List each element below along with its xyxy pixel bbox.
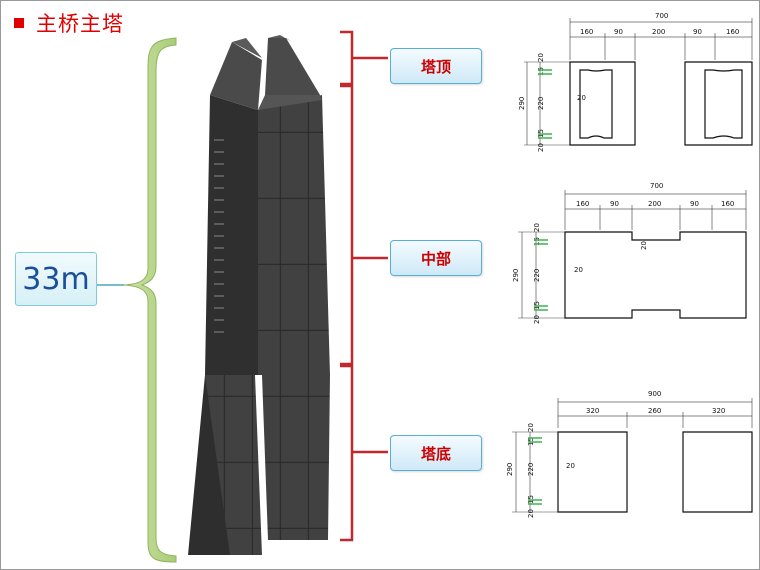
slide-title: 主桥主塔 bbox=[14, 8, 124, 38]
dim-mid-v2: 15 bbox=[533, 237, 541, 246]
dim-top-total: 700 bbox=[655, 12, 668, 20]
tower-model bbox=[188, 35, 330, 555]
dim-bot-total: 900 bbox=[648, 390, 661, 398]
cross-section-middle bbox=[518, 190, 747, 319]
dim-bot-seg-3: 320 bbox=[712, 407, 725, 415]
dim-top-v1: 20 bbox=[537, 53, 545, 62]
tower-height-label: 33m bbox=[15, 252, 97, 306]
dim-mid-v1: 20 bbox=[533, 223, 541, 232]
dim-top-wall: 20 bbox=[577, 94, 586, 102]
slide-title-text: 主桥主塔 bbox=[36, 12, 124, 36]
label-tower-top: 塔顶 bbox=[390, 48, 482, 84]
dim-bot-v5: 20 bbox=[527, 509, 535, 518]
dim-mid-v5: 20 bbox=[533, 315, 541, 324]
dim-mid-height: 290 bbox=[512, 269, 520, 282]
dim-mid-seg-4: 90 bbox=[690, 200, 699, 208]
title-bullet-icon bbox=[14, 18, 24, 28]
section-brackets bbox=[340, 30, 388, 542]
dim-top-v2: 15 bbox=[537, 67, 545, 76]
dim-mid-seg-2: 90 bbox=[610, 200, 619, 208]
dim-top-seg-2: 90 bbox=[614, 28, 623, 36]
dims-middle: 700 160 90 200 90 160 290 20 15 220 15 2… bbox=[512, 182, 734, 324]
label-tower-bottom: 塔底 bbox=[390, 435, 482, 471]
dim-mid-total: 700 bbox=[650, 182, 663, 190]
dim-top-v3: 220 bbox=[537, 97, 545, 110]
dim-top-v5: 20 bbox=[537, 143, 545, 152]
dim-bot-v1: 20 bbox=[527, 423, 535, 432]
dim-mid-notch: 20 bbox=[640, 241, 648, 250]
dim-top-height: 290 bbox=[518, 97, 526, 110]
dims-bottom: 900 320 260 320 290 20 15 220 15 20 20 bbox=[506, 390, 725, 518]
marker-ticks bbox=[528, 69, 552, 505]
dim-mid-v3: 220 bbox=[533, 269, 541, 282]
dim-top-seg-5: 160 bbox=[726, 28, 739, 36]
dim-mid-seg-3: 200 bbox=[648, 200, 661, 208]
dim-bot-seg-1: 320 bbox=[586, 407, 599, 415]
dims-top: 700 160 90 200 90 160 290 20 15 220 15 2… bbox=[518, 12, 739, 152]
dim-bot-wall: 20 bbox=[566, 462, 575, 470]
dim-bot-height: 290 bbox=[506, 463, 514, 476]
dim-bot-seg-2: 260 bbox=[648, 407, 661, 415]
dim-mid-seg-1: 160 bbox=[576, 200, 589, 208]
cross-section-bottom bbox=[512, 398, 753, 513]
dim-bot-v3: 220 bbox=[527, 463, 535, 476]
dim-top-seg-4: 90 bbox=[693, 28, 702, 36]
label-tower-middle: 中部 bbox=[390, 240, 482, 276]
dim-top-seg-1: 160 bbox=[580, 28, 593, 36]
height-brace bbox=[96, 37, 177, 563]
dim-top-seg-3: 200 bbox=[652, 28, 665, 36]
cross-section-top bbox=[524, 18, 753, 146]
dim-mid-wall: 20 bbox=[574, 266, 583, 274]
dim-mid-seg-5: 160 bbox=[721, 200, 734, 208]
